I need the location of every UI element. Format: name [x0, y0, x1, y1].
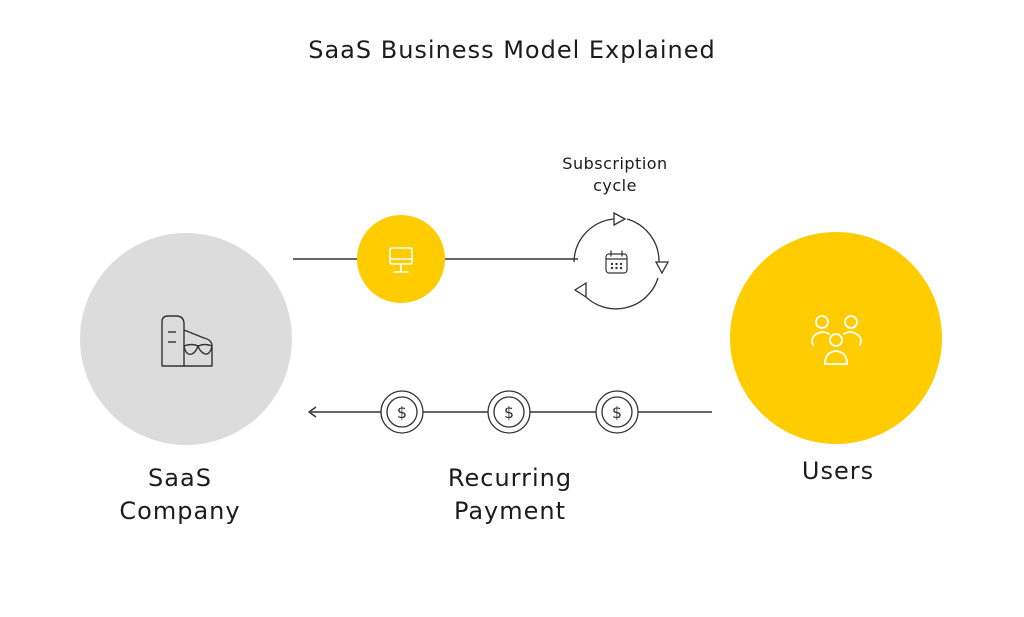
subscription-label-line1: Subscription: [562, 154, 668, 173]
company-node: [80, 233, 292, 445]
payment-label: Recurring Payment: [410, 462, 610, 528]
payment-label-line2: Payment: [453, 497, 567, 525]
subscription-label-line2: cycle: [593, 176, 637, 195]
diagram-title: SaaS Business Model Explained: [308, 36, 716, 64]
svg-text:$: $: [612, 403, 622, 422]
subscription-cycle-label: Subscription cycle: [540, 153, 690, 197]
company-label: SaaS Company: [80, 462, 280, 528]
storefront-icon: [161, 315, 213, 367]
dollar-coin-icon: $: [380, 390, 424, 434]
dollar-coin-icon: $: [487, 390, 531, 434]
monitor-icon: [389, 247, 413, 273]
calendar-icon: [605, 250, 628, 274]
dollar-coin-icon: $: [595, 390, 639, 434]
svg-text:$: $: [397, 403, 407, 422]
users-node: [730, 232, 942, 444]
users-label: Users: [801, 457, 875, 485]
company-label-line1: SaaS: [148, 464, 212, 492]
arrow-left-icon: [307, 406, 317, 418]
svg-text:$: $: [504, 403, 514, 422]
payment-label-line1: Recurring: [447, 464, 573, 492]
users-group-icon: [811, 315, 862, 365]
company-label-line2: Company: [119, 497, 241, 525]
subscription-cycle-arrows: [573, 211, 670, 310]
